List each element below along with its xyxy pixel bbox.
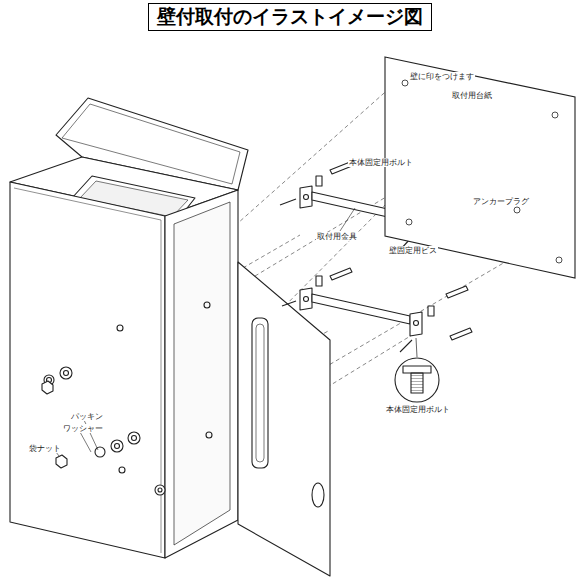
mark-hole: [406, 219, 412, 225]
mark-hole: [514, 207, 520, 213]
mailbox-side: [165, 190, 238, 558]
mailbox-door: [238, 262, 330, 576]
sheet-shape: [385, 57, 575, 278]
part-label: 取付用金具: [316, 232, 358, 241]
mark-hole: [402, 80, 408, 86]
sheet-text: 壁に印をつけます: [409, 72, 475, 81]
part-label: パッキン: [70, 412, 104, 421]
part-label: アンカープラグ: [472, 197, 530, 206]
part-label: 袋ナット: [28, 444, 62, 453]
part-label: ワッシャー: [62, 424, 104, 433]
bolt-hardware: [42, 325, 165, 495]
part-label: 壁固定用ビス: [388, 246, 438, 255]
part-label: 本体固定用ボルト: [348, 158, 414, 167]
zoom-circle: [395, 358, 439, 402]
mark-hole: [552, 112, 558, 118]
sheet-text: 取付用台紙: [451, 91, 493, 100]
door-window: [252, 318, 268, 468]
part-label: 本体固定用ボルト: [385, 405, 451, 414]
title: 壁付取付のイラストイメージ図: [148, 3, 432, 31]
mailbox-front: [10, 182, 165, 558]
mark-hole: [556, 257, 562, 263]
mounting-bracket: [300, 288, 422, 336]
door-lock: [312, 483, 324, 507]
